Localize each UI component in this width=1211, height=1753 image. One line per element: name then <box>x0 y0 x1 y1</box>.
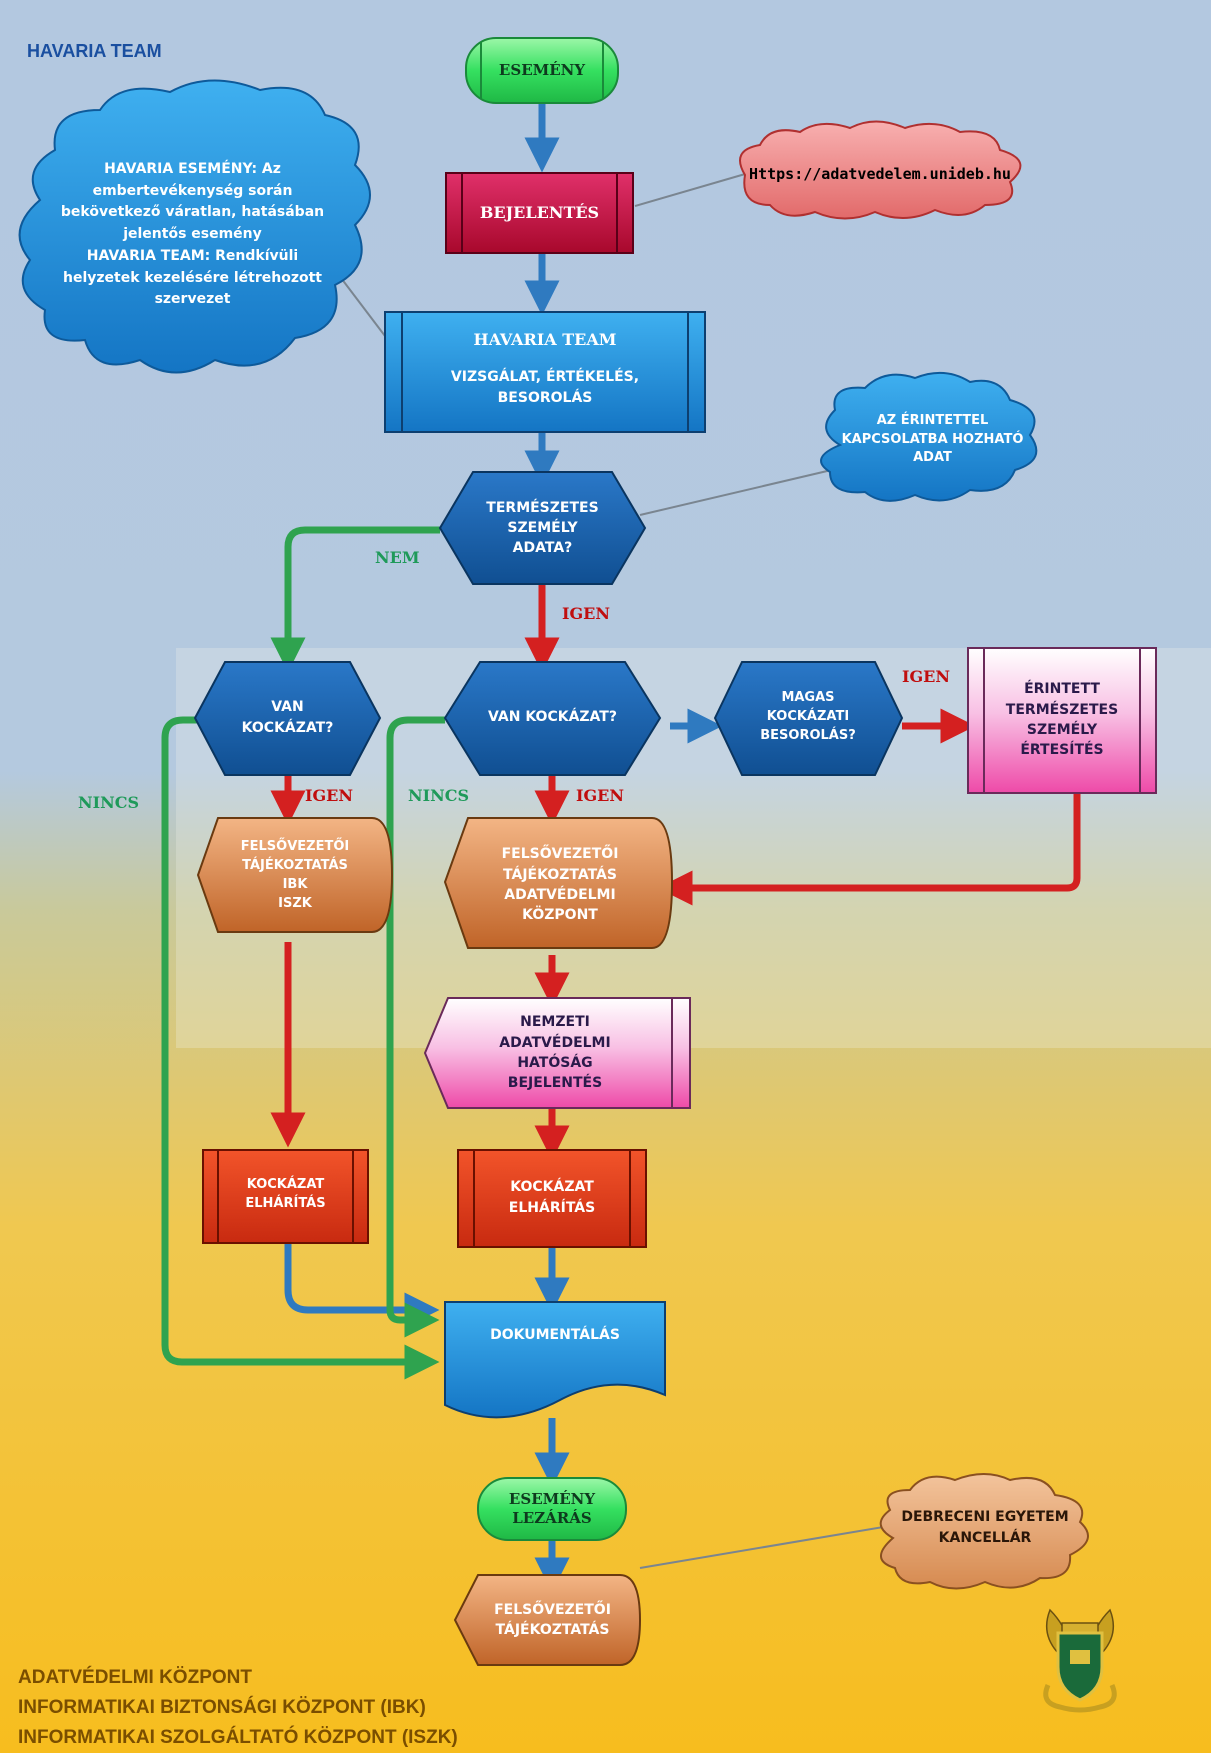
edge-label-nincs-center: NINCS <box>408 786 470 805</box>
node-elharitas-left <box>202 1149 369 1244</box>
label-magas: MAGAS KOCKÁZATI BESOROLÁS? <box>760 690 856 743</box>
node-tajekoztatas-bottom <box>453 1574 642 1666</box>
label-tajekoztatas-center: FELSŐVEZETŐI TÁJÉKOZTATÁS ADATVÉDELMI KÖ… <box>501 846 619 924</box>
label-lezaras: ESEMÉNY LEZÁRÁS <box>508 1490 596 1527</box>
label-tajekoztatas-bottom: FELSŐVEZETŐI TÁJÉKOZTATÁS <box>494 1601 611 1638</box>
edge-label-igen-center: IGEN <box>576 786 624 805</box>
label-esemeny: ESEMÉNY <box>498 60 586 79</box>
node-tajekoztatas-left <box>196 817 394 933</box>
node-esemeny <box>465 37 619 104</box>
node-van-kockazat-left <box>193 661 382 776</box>
label-bejelentes: BEJELENTÉS <box>479 203 600 223</box>
label-definition: HAVARIA ESEMÉNY: Az embertevékenység sor… <box>60 161 325 308</box>
annotation-connectors <box>334 171 896 1569</box>
footer-line-1: ADATVÉDELMI KÖZPONT <box>18 1667 252 1688</box>
node-bejelentes <box>445 172 634 254</box>
label-dokumentalas: DOKUMENTÁLÁS <box>490 1326 620 1343</box>
node-magas <box>713 661 904 776</box>
label-erintett-ertesites: ÉRINTETT TERMÉSZETES SZEMÉLY ÉRTESÍTÉS <box>1005 681 1119 759</box>
cloud-erintett <box>820 371 1038 502</box>
label-termeszetes: TERMÉSZETES SZEMÉLY ADATA? <box>486 499 599 557</box>
label-erintett-note: AZ ÉRINTETTEL KAPCSOLATBA HOZHATÓ ADAT <box>841 412 1024 466</box>
node-erintett-ertesites <box>967 647 1157 794</box>
node-termeszetes <box>438 471 647 585</box>
node-van-kockazat-center <box>443 661 662 776</box>
label-van-kockazat-center: VAN KOCKÁZAT? <box>488 709 617 726</box>
page-title: HAVARIA TEAM <box>27 41 162 61</box>
footer-line-3: INFORMATIKAI SZOLGÁLTATÓ KÖZPONT (ISZK) <box>18 1727 458 1748</box>
node-havaria-team <box>384 311 706 433</box>
label-kancellar: DEBRECENI EGYETEM KANCELLÁR <box>901 1509 1069 1546</box>
cloud-definition <box>18 79 371 374</box>
edge-label-igen-termeszetes: IGEN <box>562 604 610 623</box>
cloud-kancellar <box>879 1473 1089 1590</box>
edge-label-nincs-left: NINCS <box>78 793 140 812</box>
label-tajekoztatas-left: FELSŐVEZETŐI TÁJÉKOZTATÁS IBK ISZK <box>240 839 350 911</box>
label-van-kockazat-left: VAN KOCKÁZAT? <box>241 699 334 736</box>
blue-arrows <box>284 103 723 1593</box>
university-crest-logo <box>1043 1608 1117 1713</box>
label-elharitas-left: KOCKÁZAT ELHÁRÍTÁS <box>245 1177 326 1211</box>
node-nemzeti <box>423 997 691 1109</box>
label-elharitas-center: KOCKÁZAT ELHÁRÍTÁS <box>508 1179 596 1216</box>
edge-label-nem: NEM <box>375 548 420 567</box>
cloud-url <box>739 120 1022 220</box>
edge-label-igen-left: IGEN <box>305 786 353 805</box>
label-nemzeti: NEMZETI ADATVÉDELMI HATÓSÁG BEJELENTÉS <box>499 1014 611 1092</box>
node-dokumentalas <box>444 1301 666 1419</box>
label-url: Https://adatvedelem.unideb.hu <box>749 165 1011 184</box>
node-lezaras <box>477 1477 627 1541</box>
label-havaria-sub: VIZSGÁLAT, ÉRTÉKELÉS, BESOROLÁS <box>450 369 640 406</box>
label-havaria-title: HAVARIA TEAM <box>473 330 617 350</box>
edge-label-igen-magas: IGEN <box>902 667 950 686</box>
footer-line-2: INFORMATIKAI BIZTONSÁGI KÖZPONT (IBK) <box>18 1697 426 1718</box>
green-arrows <box>161 526 445 1380</box>
node-tajekoztatas-center <box>443 817 674 949</box>
node-elharitas-center <box>457 1149 647 1248</box>
